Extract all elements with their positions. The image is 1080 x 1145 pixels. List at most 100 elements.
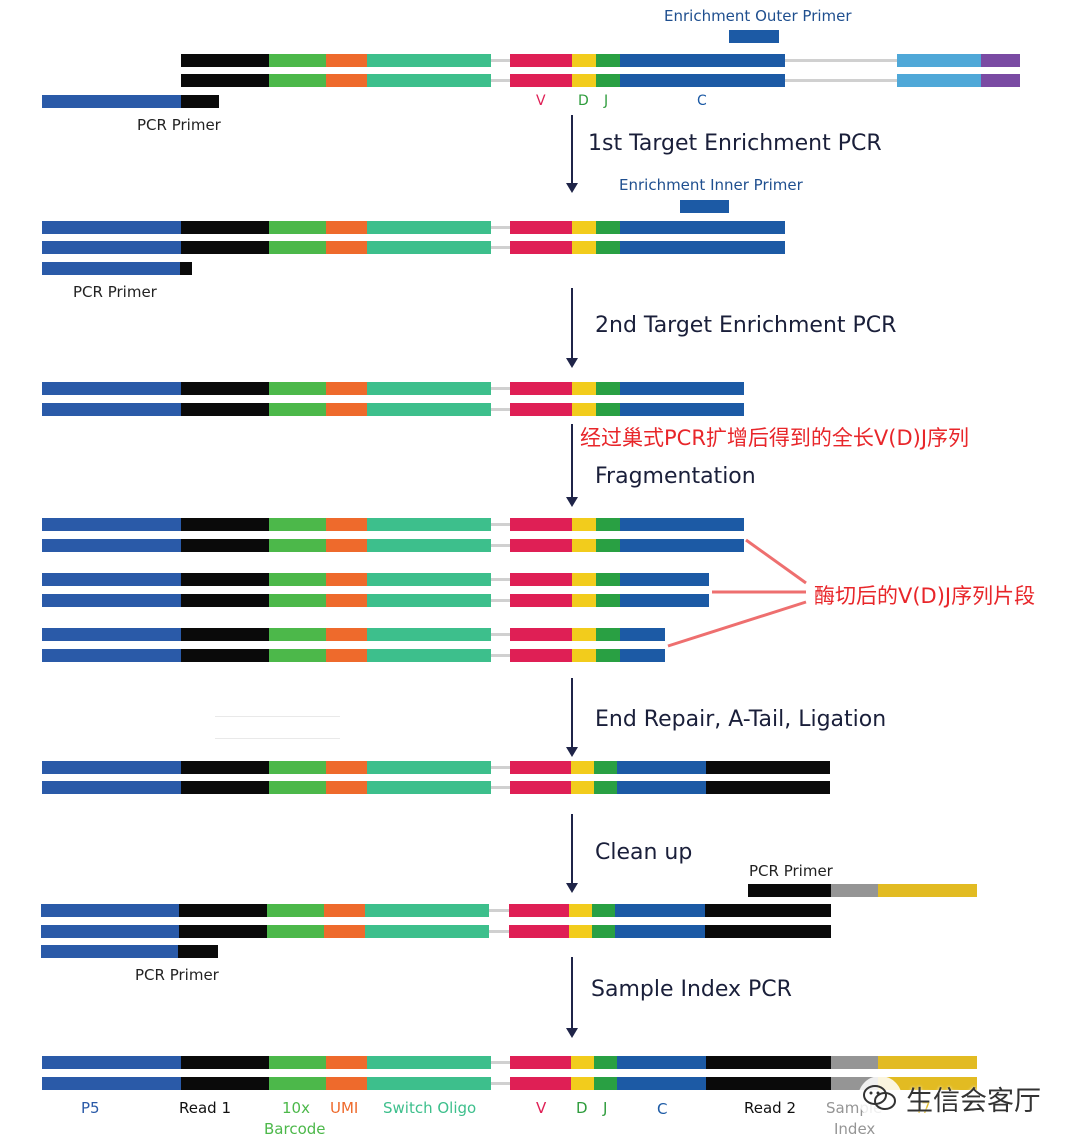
i7-segment bbox=[878, 1077, 977, 1090]
strand-gap bbox=[491, 246, 510, 249]
p5-segment bbox=[42, 539, 181, 552]
read1-segment bbox=[181, 1056, 269, 1069]
c-segment bbox=[620, 649, 665, 662]
v-segment bbox=[510, 539, 572, 552]
switch-oligo-segment bbox=[367, 628, 491, 641]
legend-umi: UMI bbox=[330, 1099, 359, 1117]
adapter-end-segment bbox=[981, 74, 1020, 87]
c-segment bbox=[620, 221, 785, 234]
read1-segment bbox=[181, 594, 269, 607]
arrow-down-3-shaft bbox=[571, 424, 573, 499]
d-segment bbox=[569, 904, 592, 917]
v-segment bbox=[510, 573, 572, 586]
read2-segment bbox=[705, 904, 831, 917]
barcode-segment bbox=[269, 241, 326, 254]
barcode-segment bbox=[269, 1077, 326, 1090]
c-segment bbox=[620, 628, 665, 641]
d-segment bbox=[572, 573, 596, 586]
strand-gap bbox=[491, 599, 510, 602]
arrow-down-3-head bbox=[566, 497, 578, 507]
read1-segment bbox=[181, 1077, 269, 1090]
p5-segment bbox=[42, 1056, 181, 1069]
barcode-segment bbox=[269, 781, 326, 794]
d-segment bbox=[572, 74, 596, 87]
read2-segment bbox=[706, 761, 830, 774]
barcode-segment bbox=[267, 904, 324, 917]
v-segment bbox=[509, 904, 569, 917]
switch-oligo-segment bbox=[367, 594, 491, 607]
switch-oligo-segment bbox=[367, 403, 491, 416]
strand-gap bbox=[785, 79, 897, 82]
switch-oligo-segment bbox=[367, 221, 491, 234]
strand-gap bbox=[491, 544, 510, 547]
c-segment bbox=[620, 573, 709, 586]
legend-read2: Read 2 bbox=[744, 1099, 797, 1117]
j-segment bbox=[596, 382, 620, 395]
j-segment bbox=[596, 518, 620, 531]
legend-barcode-top: 10x bbox=[282, 1099, 310, 1117]
pcr-primer-p5 bbox=[42, 262, 180, 275]
read1-segment bbox=[181, 241, 269, 254]
c-segment bbox=[620, 403, 744, 416]
enrichment-inner-primer-bar bbox=[680, 200, 729, 213]
read1-segment bbox=[181, 649, 269, 662]
legend-barcode-bottom: Barcode bbox=[264, 1120, 326, 1138]
arrow-down-5-shaft bbox=[571, 814, 573, 885]
full-length-annotation: 经过巢式PCR扩增后得到的全长V(D)J序列 bbox=[580, 426, 970, 450]
legend-c: C bbox=[657, 1100, 668, 1118]
j-segment bbox=[596, 649, 620, 662]
legend-p5: P5 bbox=[81, 1099, 100, 1117]
barcode-segment bbox=[269, 382, 326, 395]
d-segment bbox=[571, 761, 594, 774]
v-segment bbox=[510, 781, 571, 794]
v-segment bbox=[510, 628, 572, 641]
j-segment bbox=[596, 573, 620, 586]
read2-segment bbox=[706, 1077, 831, 1090]
umi-segment bbox=[326, 403, 367, 416]
p5-segment bbox=[42, 649, 181, 662]
legend-switch-oligo: Switch Oligo bbox=[383, 1099, 477, 1117]
read1-segment bbox=[181, 781, 269, 794]
v-segment bbox=[510, 1056, 571, 1069]
read1-segment bbox=[181, 761, 269, 774]
d-segment bbox=[572, 649, 596, 662]
c-segment bbox=[620, 382, 744, 395]
i7-segment bbox=[878, 1056, 977, 1069]
umi-segment bbox=[326, 518, 367, 531]
v-segment bbox=[510, 74, 572, 87]
barcode-segment bbox=[269, 761, 326, 774]
v-segment bbox=[510, 382, 572, 395]
enrichment-inner-primer-label: Enrichment Inner Primer bbox=[619, 176, 803, 194]
switch-oligo-segment bbox=[367, 74, 491, 87]
p5-segment bbox=[42, 628, 181, 641]
read2-segment bbox=[706, 781, 830, 794]
strand-gap bbox=[491, 79, 510, 82]
read1-segment bbox=[179, 925, 267, 938]
step-label-3: Fragmentation bbox=[595, 464, 756, 489]
strand-gap bbox=[491, 1082, 510, 1085]
callout-line-3 bbox=[667, 600, 807, 648]
pcr-primer-label-4: PCR Primer bbox=[135, 966, 219, 984]
switch-oligo-segment bbox=[367, 761, 491, 774]
c-segment bbox=[617, 781, 706, 794]
read1-segment bbox=[179, 904, 267, 917]
legend-j: J bbox=[603, 1099, 608, 1117]
umi-segment bbox=[326, 761, 367, 774]
arrow-down-2-shaft bbox=[571, 288, 573, 360]
v-segment bbox=[510, 403, 572, 416]
arrow-down-5-head bbox=[566, 883, 578, 893]
p5-segment bbox=[42, 594, 181, 607]
barcode-segment bbox=[269, 649, 326, 662]
barcode-segment bbox=[269, 539, 326, 552]
switch-oligo-segment bbox=[365, 904, 489, 917]
legend-read1: Read 1 bbox=[179, 1099, 232, 1117]
read1-segment bbox=[181, 403, 269, 416]
umi-segment bbox=[326, 74, 367, 87]
j-segment bbox=[596, 594, 620, 607]
c-segment bbox=[620, 74, 785, 87]
v-segment bbox=[510, 649, 572, 662]
strand-gap bbox=[491, 387, 510, 390]
d-segment bbox=[572, 241, 596, 254]
umi-segment bbox=[326, 221, 367, 234]
d-segment bbox=[572, 221, 596, 234]
